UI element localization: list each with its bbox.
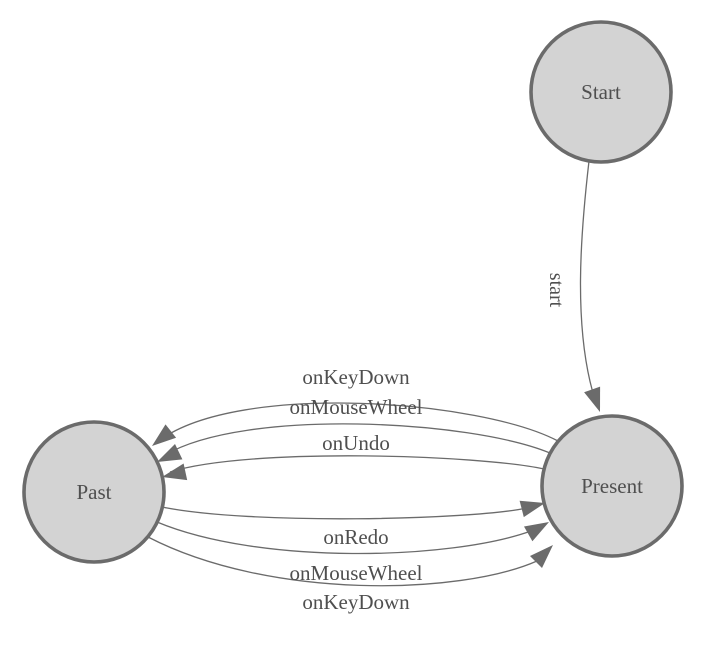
edge-label-onmousewheel-bottom: onMouseWheel	[290, 561, 423, 585]
node-start-circle	[529, 20, 673, 164]
edge-label-onkeydown-bottom: onKeyDown	[302, 590, 410, 614]
edge-past-to-present-onmousewheel	[156, 521, 532, 555]
edge-past-to-present-onredo-arrowhead	[519, 500, 545, 518]
edge-present-to-past-onkeydown-arrowhead	[152, 424, 177, 446]
node-start: Start	[529, 20, 673, 164]
edge-label-start: start	[545, 273, 567, 308]
edge-present-to-past-onkeydown	[159, 402, 559, 442]
node-present-circle	[540, 414, 684, 558]
node-past-circle	[22, 420, 166, 564]
edge-past-to-present-onkeydown-arrowhead	[530, 545, 553, 568]
node-present: Present	[540, 414, 684, 558]
edge-present-to-past-onundo	[169, 455, 545, 473]
node-present-label: Present	[581, 474, 643, 498]
edge-past-to-present-onredo	[161, 506, 528, 520]
edge-start-to-present	[579, 160, 597, 404]
edge-label-group: start onKeyDown onMouseWheel onUndo onRe…	[290, 273, 567, 614]
edge-present-to-past-onundo-arrowhead	[162, 463, 188, 481]
edge-label-onredo: onRedo	[323, 525, 388, 549]
edge-past-to-present-onmousewheel-arrowhead	[524, 522, 549, 542]
edge-label-onundo: onUndo	[322, 431, 390, 455]
edge-present-to-past-onmousewheel-arrowhead	[157, 444, 183, 462]
edge-label-onkeydown-top: onKeyDown	[302, 365, 410, 389]
edge-label-onmousewheel-top: onMouseWheel	[290, 395, 423, 419]
node-past: Past	[22, 420, 166, 564]
edge-past-to-present-onkeydown	[147, 536, 538, 587]
node-start-label: Start	[581, 80, 621, 104]
edge-start-to-present-arrowhead	[584, 386, 601, 412]
edge-group	[147, 160, 601, 587]
edge-present-to-past-onmousewheel	[164, 423, 551, 456]
node-past-label: Past	[76, 480, 111, 504]
